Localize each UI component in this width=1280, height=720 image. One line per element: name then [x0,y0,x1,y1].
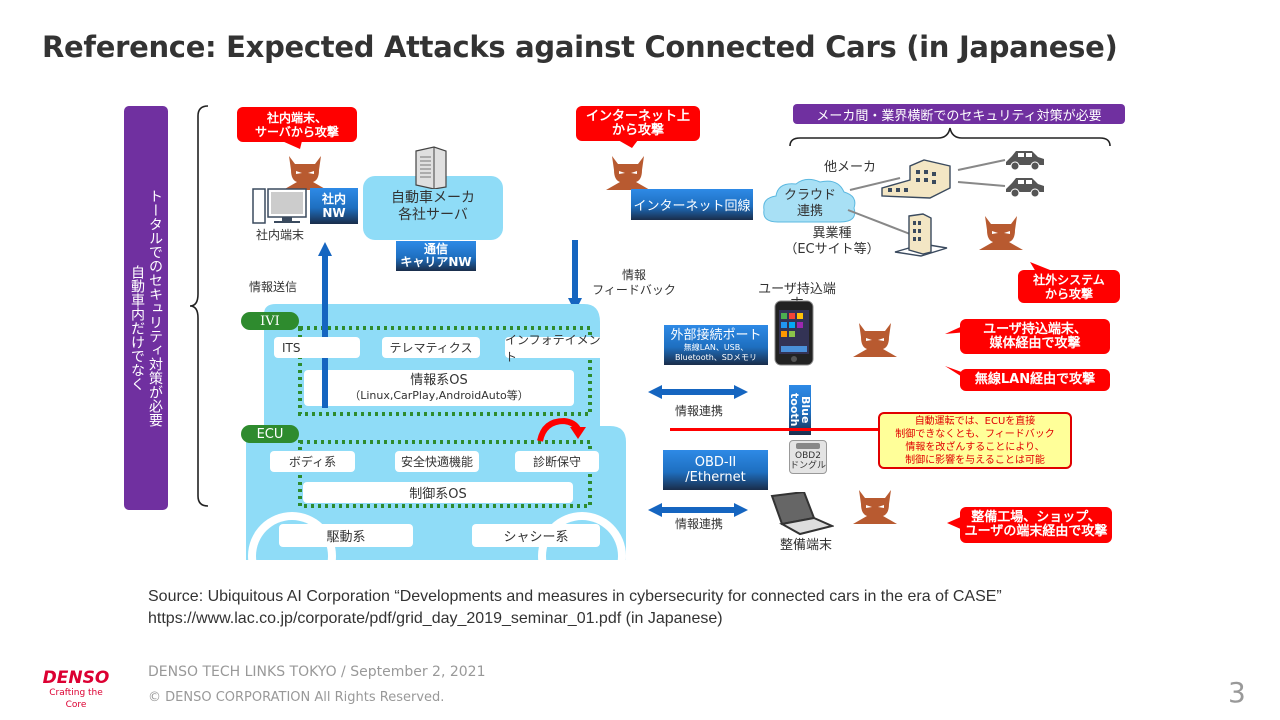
obd2-dongle-label: OBD2 ドングル [790,451,827,471]
maintenance-terminal-label: 整備端末 [779,538,832,553]
attacker-icon [979,216,1023,250]
info-link-label: 情報連携 [674,404,723,418]
pc-icon [252,188,307,224]
ecu-tag: ECU [241,425,299,443]
brand-tagline: Crafting the Core [49,688,103,710]
info-link-arrow [648,503,748,517]
total-security-bar: トータルでのセキュリティ対策が必要 自動車内だけでなく [124,106,168,510]
bubble-tail [1030,262,1050,272]
bubble-tail [618,140,638,148]
ivi-item-telematics: テレマティクス [382,337,480,358]
attack-bubble-internal: 社内端末、 サーバから攻撃 [237,107,357,142]
obd2-dongle-icon: OBD2 ドングル [789,440,827,474]
ivi-os-box: 情報系OS （Linux,CarPlay,AndroidAuto等） [304,370,574,406]
chassis-system-box: シャシー系 [472,524,600,547]
page-number: 3 [1228,676,1246,709]
carrier-nw-box: 通信 キャリアNW [396,241,476,271]
total-security-line1: トータルでのセキュリティ対策が必要 [147,189,163,427]
laptop-icon [770,492,834,536]
info-feedback-label: 情報 フィードバック [592,268,676,297]
ecu-os-box: 制御系OS [303,482,573,503]
other-maker-label: 他メーカ [823,160,876,175]
source-citation: Source: Ubiquitous AI Corporation “Devel… [148,586,1002,630]
internal-nw-box: 社内 NW [310,188,358,224]
attack-bubble-external-system: 社外システム から攻撃 [1018,270,1120,303]
server-icon [415,146,447,189]
building-icon [894,213,948,257]
attack-bubble-user-device: ユーザ持込端末、 媒体経由で攻撃 [960,319,1110,354]
ivi-os-sub: （Linux,CarPlay,AndroidAuto等） [349,389,529,402]
network-lines [847,159,1006,235]
slide-title: Reference: Expected Attacks against Conn… [42,30,1118,64]
info-feedback-arrow [568,240,582,312]
ecu-item-safety: 安全快適機能 [395,451,479,472]
source-url[interactable]: https://www.lac.co.jp/corporate/pdf/grid… [148,610,723,627]
internet-line-box: インターネット回線 [631,189,753,220]
internal-terminal-label: 社内端末 [255,228,304,242]
attack-bubble-maintenance: 整備工場、ショップ、 ユーザの端末経由で攻撃 [960,507,1112,543]
attacker-icon [606,156,650,190]
ivi-item-infotainment: インフォテイメント [505,333,610,364]
oem-server-label: 自動車メーカ 各社サーバ [391,190,475,223]
denso-logo: DENSO Crafting the Core [38,669,114,711]
total-security-line2: 自動車内だけでなく [129,265,145,391]
ecu-item-body: ボディ系 [270,451,355,472]
other-industry-label: 異業種 （ECサイト等） [784,226,880,257]
smartphone-icon [774,300,814,366]
ecu-item-diagnosis: 診断保守 [515,451,599,472]
bubble-tail [947,516,963,530]
source-line1: Source: Ubiquitous AI Corporation “Devel… [148,588,1002,605]
factory-icon [881,159,951,199]
info-send-arrow-overlay [322,360,328,408]
ivi-tag: IVI [241,312,299,330]
copyright: © DENSO CORPORATION All Rights Reserved. [148,690,445,705]
attacker-icon [283,156,327,190]
curved-attack-arrow-icon [537,417,586,442]
external-port-title: 外部接続ポート [670,327,762,343]
info-link-arrow [648,385,748,399]
attack-bubble-wireless-lan: 無線LAN経由で攻撃 [960,369,1110,391]
info-link-label: 情報連携 [674,517,723,531]
bubble-tail [282,141,302,149]
cloud-label: クラウド 連携 [783,188,836,219]
cross-industry-banner: メーカ間・業界横断でのセキュリティ対策が必要 [793,104,1125,124]
autonomous-driving-note: 自動運転では、ECUを直接 制御できなくとも、フィードバック 情報を改ざんするこ… [878,412,1072,469]
external-port-sub: 無線LAN、USB、 Bluetooth、SDメモリ [674,342,758,362]
car-icon [1006,151,1044,170]
drive-system-box: 駆動系 [279,524,413,547]
bluetooth-box: Blue tooth [788,385,812,435]
car-icon [1006,178,1044,197]
attacker-icon [853,490,897,524]
external-port-box: 外部接続ポート 無線LAN、USB、 Bluetooth、SDメモリ [664,325,768,365]
brand-name: DENSO [42,668,110,688]
cloud-icon [763,178,856,223]
ivi-item-its: ITS [274,337,360,358]
info-send-label: 情報送信 [248,280,297,294]
feedback-tamper-line [670,428,880,431]
top-brace [789,127,1111,147]
attacker-icon [853,323,897,357]
left-brace [189,105,209,507]
ivi-os-title: 情報系OS [410,373,468,388]
attack-bubble-internet: インターネット上 から攻撃 [576,106,700,141]
event-info: DENSO TECH LINKS TOKYO / September 2, 20… [148,664,486,680]
obd-ethernet-box: OBD-II /Ethernet [663,450,768,490]
